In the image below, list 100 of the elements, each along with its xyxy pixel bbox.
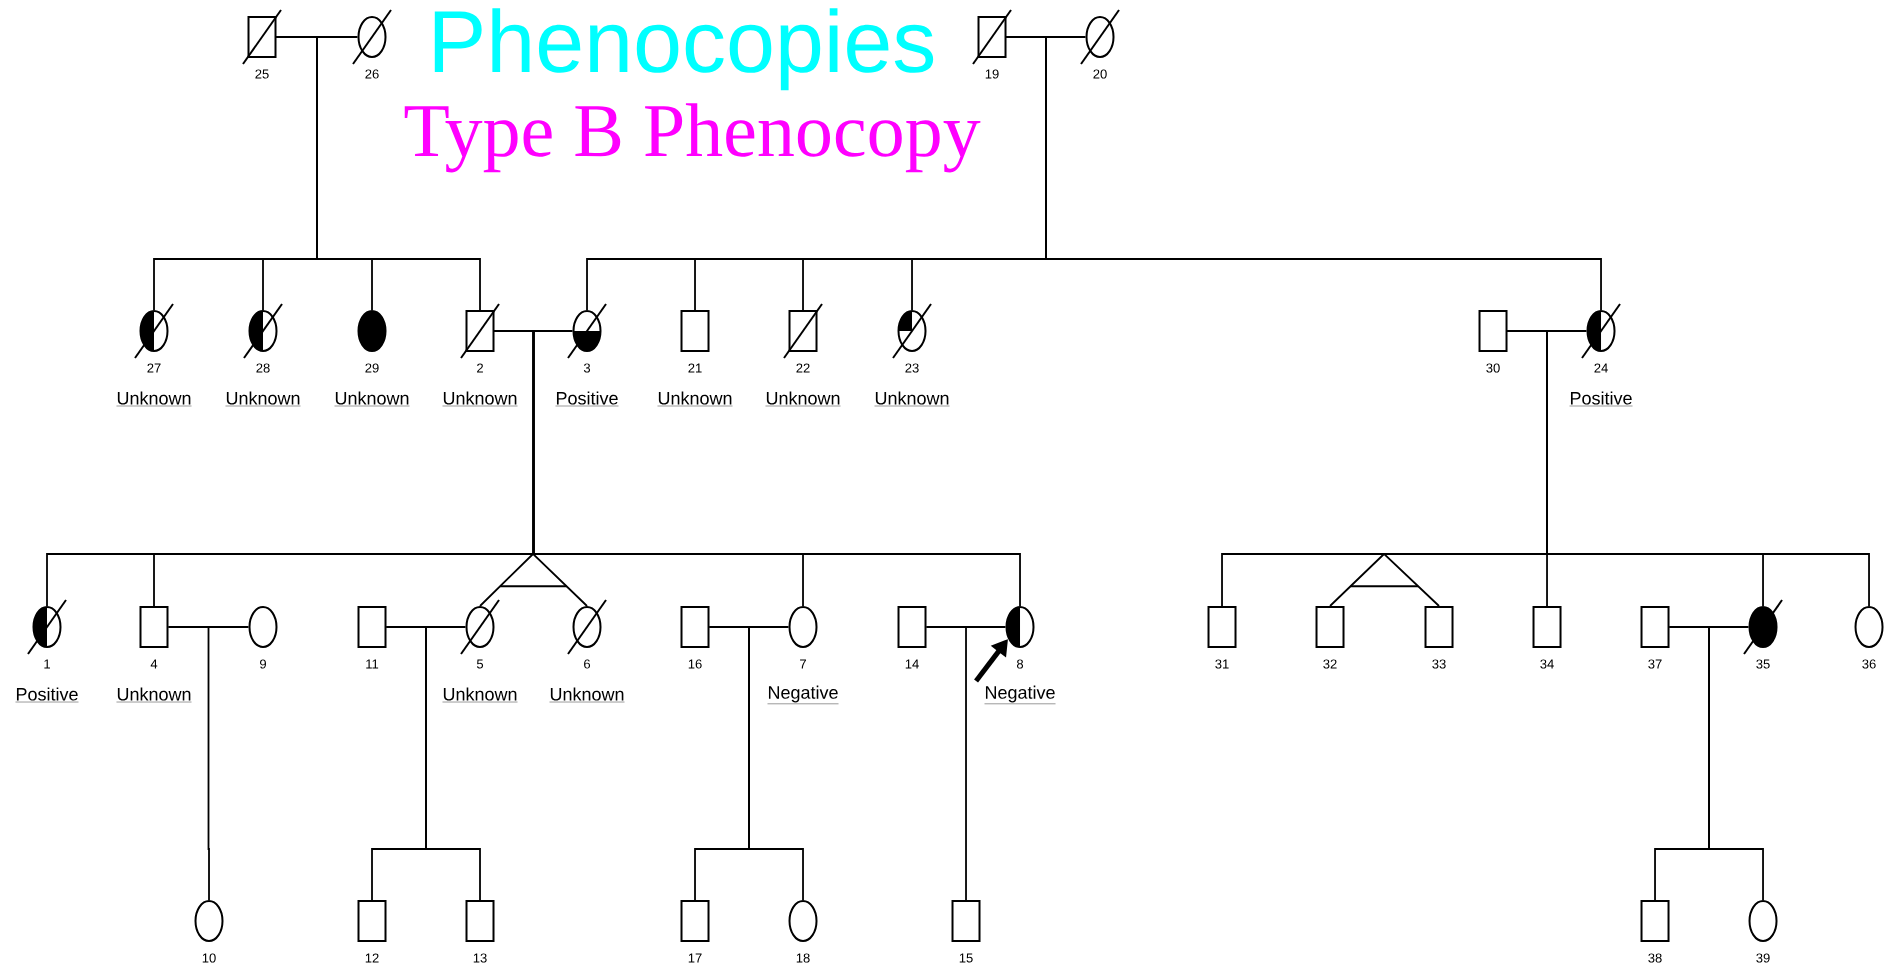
individual-number: 31	[1215, 659, 1229, 669]
individual-number: 29	[365, 363, 379, 373]
individual-number: 34	[1540, 659, 1554, 669]
individual-number: 37	[1648, 659, 1662, 669]
descent-line	[493, 330, 1021, 607]
individual-number: 13	[473, 953, 487, 963]
individual-number: 11	[366, 659, 379, 669]
test-result: Negative	[984, 685, 1056, 704]
test-result: Unknown	[334, 391, 410, 407]
subtitle: Type B Phenocopy	[404, 103, 981, 173]
individual-number: 19	[985, 69, 999, 79]
descent-line	[275, 36, 481, 311]
individual-number: 18	[796, 953, 810, 963]
male-symbol	[897, 606, 927, 648]
test-result: Positive	[555, 391, 619, 407]
female-symbol	[1854, 606, 1884, 648]
female-symbol	[1005, 606, 1035, 648]
individual-number: 27	[147, 363, 161, 373]
test-result: Positive	[15, 687, 79, 703]
male-symbol	[460, 303, 500, 359]
individual-number: 8	[1016, 659, 1024, 669]
female-symbol	[460, 599, 500, 655]
test-result: Unknown	[549, 687, 625, 703]
male-symbol	[357, 900, 387, 942]
female-symbol	[788, 900, 818, 942]
individual-number: 14	[905, 659, 919, 669]
individual-number: 22	[796, 363, 810, 373]
male-symbol	[680, 606, 710, 648]
male-symbol	[972, 9, 1012, 65]
individual-number: 36	[1862, 659, 1876, 669]
female-symbol	[357, 310, 387, 352]
individual-number: 4	[150, 659, 158, 669]
male-symbol	[465, 900, 495, 942]
individual-number: 20	[1093, 69, 1107, 79]
individual-number: 38	[1648, 953, 1662, 963]
individual-number: 35	[1756, 659, 1770, 669]
male-symbol	[1424, 606, 1454, 648]
test-result: Unknown	[116, 687, 192, 703]
test-result: Unknown	[657, 391, 733, 407]
individual-number: 6	[584, 659, 591, 669]
female-symbol	[27, 599, 67, 655]
test-result: Unknown	[765, 391, 841, 407]
female-symbol	[248, 606, 278, 648]
male-symbol	[680, 900, 710, 942]
individual-number: 16	[688, 659, 702, 669]
male-symbol	[242, 9, 282, 65]
individual-number: 15	[959, 953, 973, 963]
male-symbol	[783, 303, 823, 359]
female-symbol	[1080, 9, 1120, 65]
descent-line	[1668, 626, 1764, 901]
individual-number: 21	[688, 363, 702, 373]
female-symbol	[892, 303, 932, 359]
test-result: Unknown	[442, 687, 518, 703]
individual-number: 7	[800, 659, 806, 669]
individual-number: 23	[905, 363, 919, 373]
test-result: Positive	[1569, 391, 1633, 407]
individual-number: 25	[255, 69, 269, 79]
male-symbol	[139, 606, 169, 648]
female-symbol	[567, 303, 607, 359]
male-symbol	[1640, 606, 1670, 648]
female-symbol	[352, 9, 392, 65]
test-result: Unknown	[116, 391, 192, 407]
individual-number: 30	[1486, 363, 1500, 373]
descent-line	[1506, 330, 1870, 607]
individual-number: 33	[1432, 659, 1446, 669]
female-symbol	[194, 900, 224, 942]
male-symbol	[951, 900, 981, 942]
test-result: Negative	[767, 685, 839, 704]
female-symbol	[1581, 303, 1621, 359]
individual-number: 3	[583, 363, 591, 373]
individual-number: 17	[688, 953, 702, 963]
descent-line	[1005, 36, 1602, 311]
individual-number: 26	[365, 69, 379, 79]
individual-number: 12	[365, 953, 379, 963]
female-symbol	[134, 303, 174, 359]
male-symbol	[1315, 606, 1345, 648]
test-result: Unknown	[442, 391, 518, 407]
descent-line	[385, 626, 481, 901]
male-symbol	[1640, 900, 1670, 942]
test-result: Unknown	[225, 391, 301, 407]
individual-number: 10	[202, 953, 216, 963]
male-symbol	[1478, 310, 1508, 352]
female-symbol	[1748, 900, 1778, 942]
male-symbol	[357, 606, 387, 648]
male-symbol	[680, 310, 710, 352]
descent-line	[925, 626, 967, 901]
individual-number: 2	[477, 363, 483, 373]
descent-line	[167, 626, 210, 901]
female-symbol	[243, 303, 283, 359]
descent-line	[708, 626, 804, 901]
individual-number: 9	[260, 659, 266, 669]
individual-number: 5	[476, 659, 484, 669]
male-symbol	[1532, 606, 1562, 648]
female-symbol	[788, 606, 818, 648]
individual-number: 28	[256, 363, 270, 373]
individual-number: 1	[44, 659, 50, 669]
individual-number: 32	[1323, 659, 1337, 669]
test-result: Unknown	[874, 391, 950, 407]
title: Phenocopies	[434, 8, 934, 91]
female-symbol	[1743, 599, 1784, 655]
